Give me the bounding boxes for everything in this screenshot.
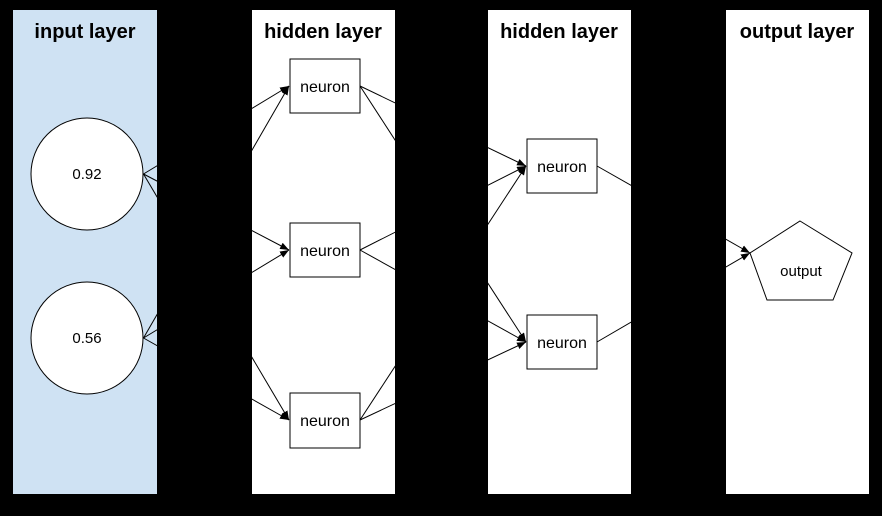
node-hidden2-1: neuron	[526, 138, 598, 194]
hidden1-node-1-label: neuron	[300, 79, 350, 96]
input-node-1-circle	[30, 117, 144, 231]
node-hidden2-2: neuron	[526, 314, 598, 370]
node-hidden1-2: neuron	[289, 222, 361, 278]
output-node-pentagon	[749, 220, 853, 301]
hidden2-node-2-rect	[526, 314, 598, 370]
hidden2-node-2-label: neuron	[537, 335, 587, 352]
hidden-layer-2-panel-rect	[488, 10, 631, 494]
hidden1-node-3-rect	[289, 392, 361, 449]
hidden2-node-1-label: neuron	[537, 159, 587, 176]
input-node-2-circle	[30, 281, 144, 395]
node-hidden1-3: neuron	[289, 392, 361, 449]
hidden-layer-2-title: hidden layer	[500, 21, 618, 43]
output-layer-title: output layer	[740, 21, 855, 43]
node-input-1: 0.92	[30, 117, 144, 231]
panel-hidden-layer-2: hidden layer	[488, 10, 631, 494]
panel-input-layer: input layer	[13, 10, 157, 494]
hidden1-node-1-rect	[289, 58, 361, 114]
node-output-1: output	[749, 220, 853, 301]
hidden1-node-3-label: neuron	[300, 413, 350, 430]
hidden2-node-1-rect	[526, 138, 598, 194]
hidden-layer-1-title: hidden layer	[264, 21, 382, 43]
input-node-2-label: 0.56	[72, 330, 101, 347]
input-layer-panel-rect	[13, 10, 157, 494]
input-layer-title: input layer	[34, 21, 135, 43]
input-node-1-label: 0.92	[72, 166, 101, 183]
output-node-label: output	[780, 263, 823, 280]
hidden1-node-2-rect	[289, 222, 361, 278]
node-input-2: 0.56	[30, 281, 144, 395]
hidden1-node-2-label: neuron	[300, 243, 350, 260]
node-hidden1-1: neuron	[289, 58, 361, 114]
